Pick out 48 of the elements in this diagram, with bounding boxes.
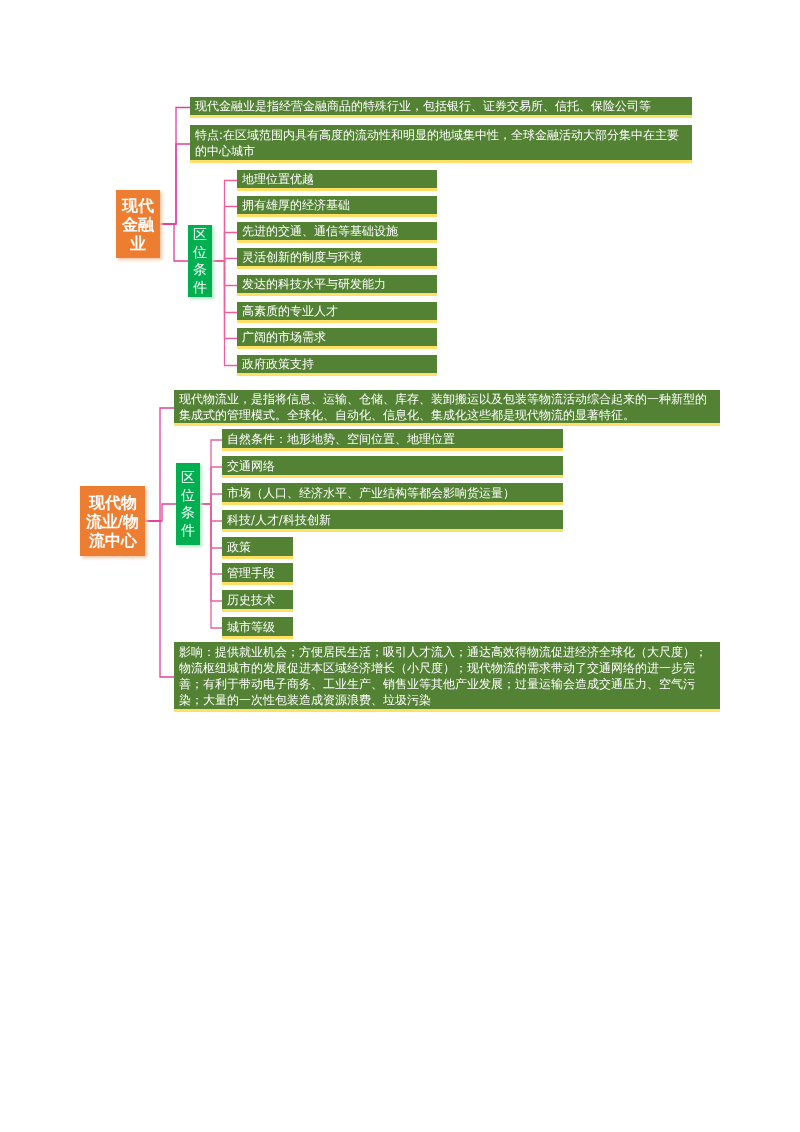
category-box <box>188 225 212 297</box>
branch-text: 交通网络 <box>227 457 275 474</box>
branch-text: 特点:在区域范围内具有高度的流动性和明显的地域集中性，全球金融活动大部分集中在主要的中心城市 <box>195 126 680 159</box>
branch-text: 拥有雄厚的经济基础 <box>242 197 350 213</box>
branch-box <box>237 222 437 243</box>
branch-text: 广阔的市场需求 <box>242 329 326 345</box>
branch-text: 城市等级 <box>227 618 275 635</box>
branch-text: 地理位置优越 <box>242 171 314 187</box>
connector-line <box>144 520 175 678</box>
topic-title: 现代物流业/物流中心 <box>84 492 141 550</box>
branch-text: 先进的交通、通信等基础设施 <box>242 223 398 239</box>
branch-box <box>237 170 437 191</box>
branch-text: 政策 <box>227 538 251 555</box>
connector-line <box>211 260 238 367</box>
branch-text: 市场（人口、经济水平、产业结构等都会影响货运量） <box>227 484 515 501</box>
branch-box <box>237 328 437 349</box>
connector-line <box>159 223 189 262</box>
branch-text: 历史技术 <box>227 591 275 608</box>
branch-box <box>237 248 437 269</box>
branch-text: 发达的科技水平与研发能力 <box>242 276 386 292</box>
topic-box <box>80 486 145 556</box>
branch-box <box>222 429 563 451</box>
branch-box <box>222 590 293 612</box>
branch-text: 灵活创新的制度与环境 <box>242 249 362 265</box>
branch-box <box>237 302 437 323</box>
category-label: 区位条件 <box>193 226 207 296</box>
branch-text: 高素质的专业人才 <box>242 303 338 319</box>
branch-box <box>222 510 563 532</box>
branch-text: 政府政策支持 <box>242 356 314 372</box>
branch-box <box>222 483 563 505</box>
branch-text: 科技/人才/科技创新 <box>227 511 331 528</box>
branch-text: 自然条件：地形地势、空间位置、地理位置 <box>227 430 455 447</box>
branch-box <box>237 275 437 296</box>
branch-box <box>222 617 293 639</box>
branch-box <box>237 355 437 376</box>
branch-text: 影响：提供就业机会；方便居民生活；吸引人才流入；通达高效得物流促进经济全球化（大尺度）；物流枢纽城市的发展促进本区域经济增长（小尺度）；现代物流的需求带动了交通网络的进一步完善；有利于带动电子商务、工业生产、销售业等其他产业发展；过量运输会造成交通压力、空气污染；大量的一次性包装造成资源浪费、垃圾污染 <box>179 643 708 708</box>
branch-box <box>222 456 563 478</box>
branch-box <box>222 563 293 585</box>
category-label: 区位条件 <box>181 469 195 539</box>
topic-title: 现代金融业 <box>120 195 155 253</box>
branch-box <box>237 196 437 217</box>
category-box <box>176 463 200 545</box>
branch-text: 管理手段 <box>227 564 275 581</box>
branch-box <box>190 97 692 118</box>
branch-box <box>190 125 692 163</box>
branch-text: 现代物流业，是指将信息、运输、仓储、库存、装卸搬运以及包装等物流活动综合起来的一种新型的集成式的管理模式。全球化、自动化、信息化、集成化这些都是现代物流的显著特征。 <box>179 390 708 423</box>
branch-box <box>222 537 293 559</box>
branch-text: 现代金融业是指经营金融商品的特殊行业，包括银行、证券交易所、信托、保险公司等 <box>195 98 651 114</box>
